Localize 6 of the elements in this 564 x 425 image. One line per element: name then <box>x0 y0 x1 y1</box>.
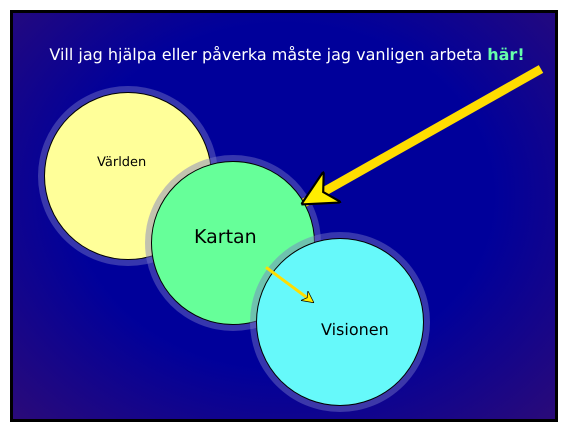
circle-label: Visionen <box>321 320 389 339</box>
arrow <box>265 266 314 304</box>
arrow <box>300 65 544 207</box>
circle-label: Världen <box>97 155 146 170</box>
callout-text: Vill jag hjälpa eller påverka måste jag vanligen arbeta här! <box>27 45 547 69</box>
circle-label: Kartan <box>194 226 257 248</box>
